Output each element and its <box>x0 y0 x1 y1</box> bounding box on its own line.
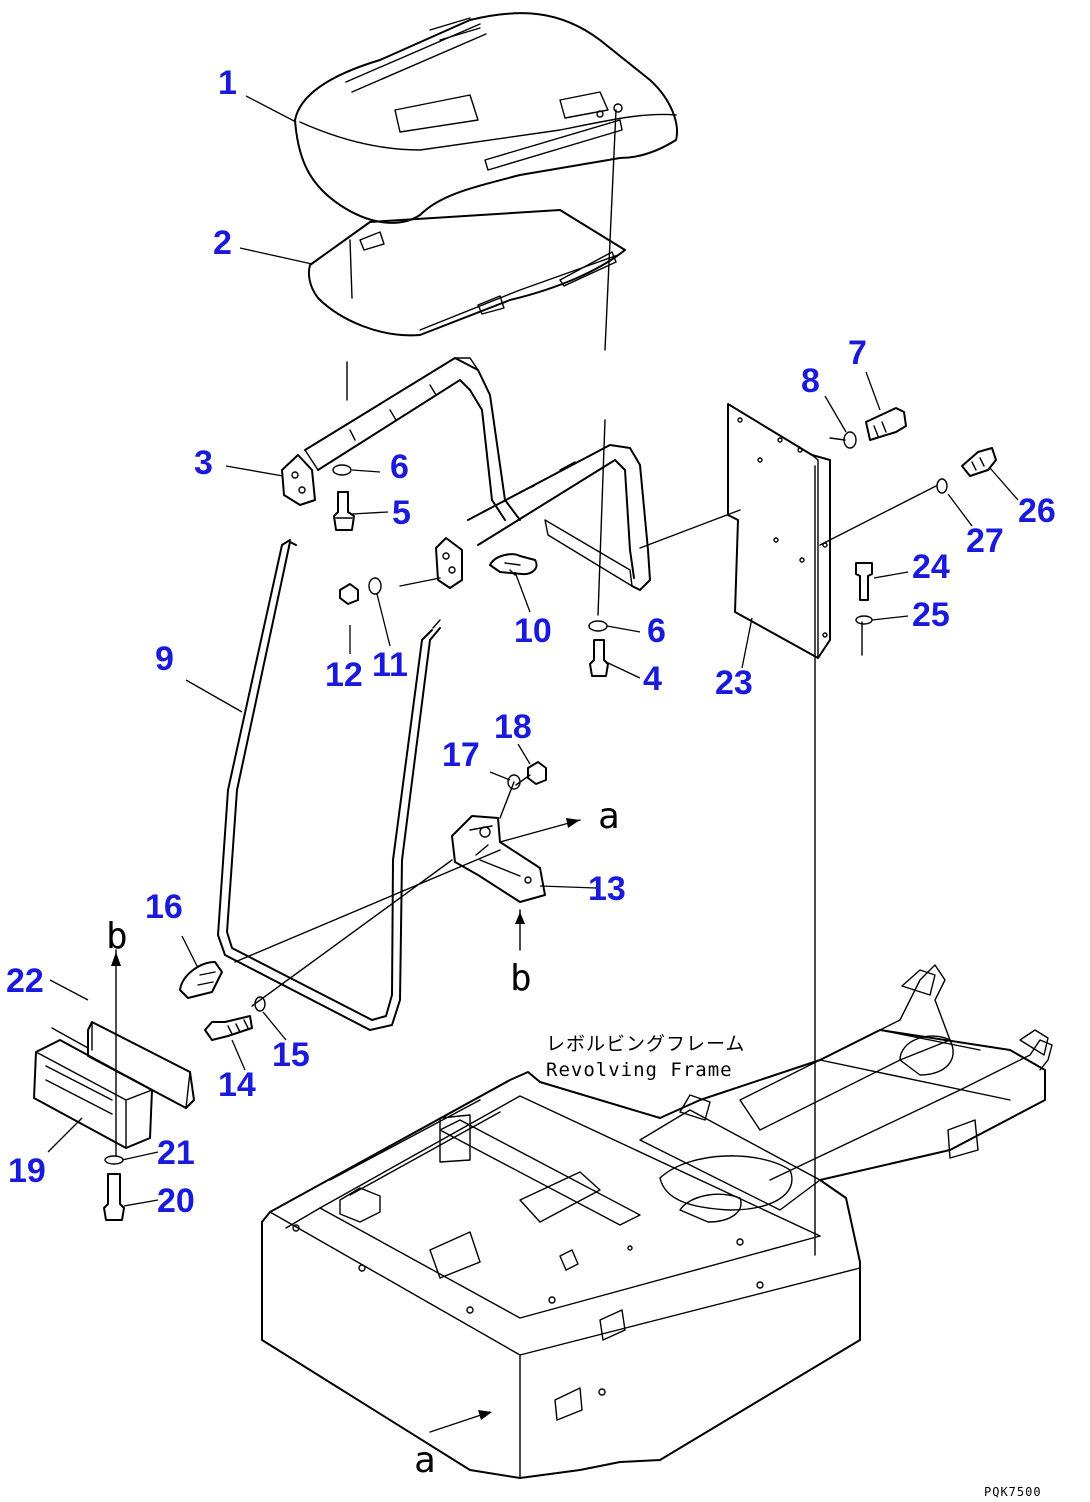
washer-8 <box>843 431 857 449</box>
part-number-4: 4 <box>643 660 662 698</box>
part-number-1: 1 <box>218 64 237 102</box>
part-number-24: 24 <box>912 548 950 586</box>
bracket-lower-left <box>435 537 463 589</box>
leader-lines <box>47 95 1019 1207</box>
bracket-frame-middle <box>467 444 651 591</box>
part-number-16: 16 <box>145 888 183 926</box>
part-number-5: 5 <box>392 494 411 532</box>
washer-15 <box>254 996 266 1012</box>
bolt-24 <box>855 562 873 601</box>
reference-b-upper: b <box>106 916 128 957</box>
part-number-8: 8 <box>801 362 820 400</box>
part-number-14: 14 <box>218 1066 256 1104</box>
part-number-6a: 6 <box>390 448 409 486</box>
part-number-19: 19 <box>8 1152 46 1190</box>
part-number-18: 18 <box>494 708 532 746</box>
washer-25 <box>855 615 873 625</box>
part-number-11: 11 <box>372 646 408 684</box>
bolt-14 <box>204 1015 253 1041</box>
bolt-20 <box>103 1173 125 1221</box>
washer-6a <box>332 464 352 476</box>
part-number-17: 17 <box>442 736 480 774</box>
cover-lower <box>308 209 626 337</box>
drawing-code: PQK7500 <box>984 1485 1042 1499</box>
block-19 <box>33 1039 153 1149</box>
plate-23 <box>727 403 831 659</box>
bolt-4 <box>589 639 609 677</box>
reference-b-lower: b <box>510 958 532 999</box>
bolt-5 <box>333 491 355 531</box>
part-number-9: 9 <box>155 640 174 678</box>
assembly-lines <box>51 109 937 1433</box>
clip-26 <box>961 447 997 477</box>
part-number-22: 22 <box>6 962 44 1000</box>
nut-12 <box>339 583 359 605</box>
part-number-13: 13 <box>588 870 626 908</box>
part-number-2: 2 <box>213 224 232 262</box>
reference-a-upper: a <box>598 796 620 837</box>
caption-japanese: レボルビングフレーム <box>546 1033 745 1055</box>
nut-18 <box>527 761 547 785</box>
washer-21 <box>104 1155 124 1165</box>
part-number-3: 3 <box>194 444 213 482</box>
washer-11 <box>368 577 382 595</box>
handrail-frame <box>217 539 441 1031</box>
part-number-25: 25 <box>912 596 950 634</box>
reference-a-lower: a <box>414 1440 436 1481</box>
part-number-15: 15 <box>272 1036 310 1074</box>
clip-16 <box>179 961 223 999</box>
caption-english: Revolving Frame <box>546 1059 733 1081</box>
bracket-3 <box>281 454 316 506</box>
reference-letters: a a b b <box>106 796 620 1481</box>
bracket-frame-upper <box>304 357 521 521</box>
part-number-6b: 6 <box>647 612 666 650</box>
revolving-frame <box>261 964 1053 1479</box>
washer-6b <box>588 620 608 632</box>
part-number-10: 10 <box>514 612 552 650</box>
part-number-12: 12 <box>325 656 363 694</box>
part-number-21: 21 <box>157 1134 195 1172</box>
part-number-26: 26 <box>1018 492 1056 530</box>
bracket-13 <box>451 815 546 903</box>
cover-top <box>294 12 678 224</box>
part-labels: 1 2 3 4 5 6 6 7 8 9 10 11 12 13 14 15 16… <box>6 64 1056 1220</box>
part-number-7: 7 <box>848 334 867 372</box>
clip-10 <box>489 553 538 576</box>
frame-caption: レボルビングフレーム Revolving Frame <box>546 1033 745 1081</box>
bolt-7 <box>865 407 907 441</box>
part-number-20: 20 <box>157 1182 195 1220</box>
part-number-23: 23 <box>715 664 753 702</box>
part-number-27: 27 <box>966 522 1004 560</box>
washer-27 <box>936 478 948 494</box>
